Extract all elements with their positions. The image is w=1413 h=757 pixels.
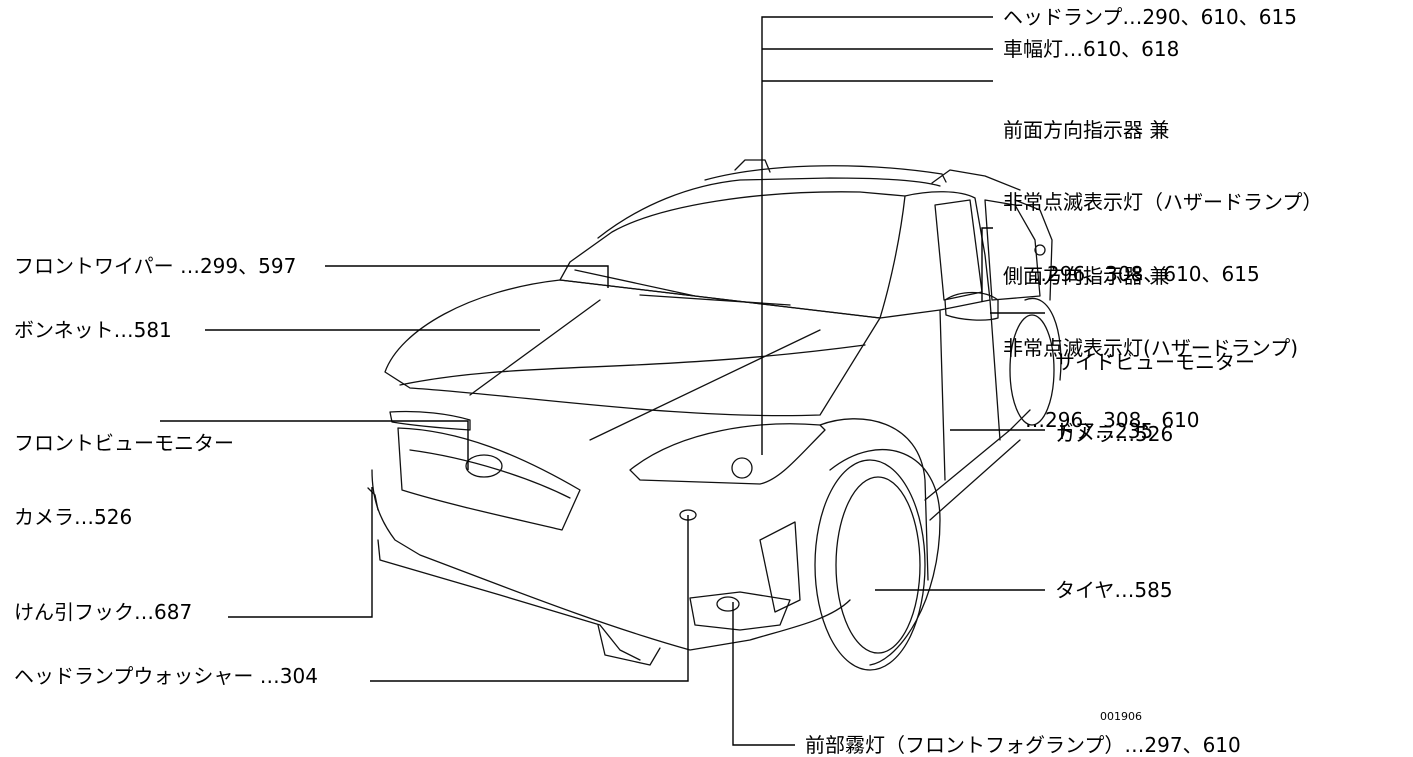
front-bumper xyxy=(371,469,851,651)
leader-front-wiper xyxy=(325,265,609,288)
fog-bezel xyxy=(689,591,791,631)
label-side-turn-line2: 非常点滅表示灯(ハザードランプ) xyxy=(1003,336,1299,360)
skid-plate xyxy=(597,624,661,666)
hood-outline xyxy=(384,279,881,417)
label-headlamp-washer: ヘッドランプウォッシャー …304 xyxy=(14,664,318,688)
label-door: ドア…235 xyxy=(1055,419,1154,443)
leader-tow-hook xyxy=(228,487,373,618)
wiper-blade xyxy=(574,269,791,306)
figure-code: 001906 xyxy=(1100,710,1142,723)
leader-side-turn xyxy=(981,227,993,302)
left-headlamp xyxy=(389,410,471,431)
right-headlamp-lens xyxy=(731,457,753,479)
hood-crease-2 xyxy=(589,329,821,441)
leader-fog xyxy=(732,602,795,746)
side-mirror xyxy=(944,291,999,321)
grille xyxy=(397,427,581,531)
label-front-turn-line3: …296、308、610、615 xyxy=(1027,262,1260,286)
roof-rail xyxy=(704,165,947,183)
fuel-cap xyxy=(1034,244,1046,256)
hood-crease-3 xyxy=(469,299,601,396)
label-front-wiper: フロントワイパー …299、597 xyxy=(14,254,297,278)
front-fender xyxy=(819,418,929,581)
label-front-view-camera: フロントビューモニター カメラ…526 xyxy=(14,383,234,577)
label-tow-hook: けん引フック…687 xyxy=(14,600,193,624)
label-front-view-camera-line1: フロントビューモニター xyxy=(14,431,234,455)
hood-crease xyxy=(399,344,866,386)
lower-skid xyxy=(377,539,641,661)
tow-hook-cover xyxy=(367,487,379,511)
label-fog-lamp: 前部霧灯（フロントフォグランプ）…297、610 xyxy=(805,733,1241,757)
label-front-turn-line2: 非常点滅表示灯（ハザードランプ） xyxy=(1003,190,1323,214)
label-headlamp: ヘッドランプ…290、610、615 xyxy=(1003,5,1297,29)
label-clearance-lamp: 車幅灯…610、618 xyxy=(1003,37,1180,61)
emblem xyxy=(465,454,503,478)
leader-front-view-camera xyxy=(160,420,469,470)
label-side-view-camera: サイドビューモニター カメラ…526 xyxy=(1055,302,1255,494)
label-side-view-camera-line1: サイドビューモニター xyxy=(1055,350,1255,374)
label-front-turn-signal: 前面方向指示器 兼 非常点滅表示灯（ハザードランプ） …296、308、610、… xyxy=(1003,70,1322,334)
rear-arch xyxy=(1024,297,1062,381)
wheel-arch xyxy=(829,448,941,666)
label-side-turn-line1: 側面方向指示器 兼 xyxy=(1003,264,1170,288)
leader-headlamp xyxy=(761,16,993,455)
label-side-turn-signal: 側面方向指示器 兼 非常点滅表示灯(ハザードランプ) …296、308、610 xyxy=(1003,216,1298,480)
front-tire xyxy=(814,459,926,671)
rear-glass xyxy=(1014,199,1053,301)
door-line xyxy=(939,299,1001,481)
a-pillar xyxy=(879,191,991,319)
front-tire-inner xyxy=(835,476,921,654)
antenna-fin xyxy=(734,159,771,173)
label-tire: タイヤ…585 xyxy=(1055,578,1173,602)
rear-window xyxy=(984,199,1041,301)
rear-tire xyxy=(1009,314,1055,426)
rear-rail xyxy=(931,169,1021,191)
label-bonnet: ボンネット…581 xyxy=(14,318,172,342)
fog-lamp xyxy=(716,596,740,612)
windshield xyxy=(559,191,906,319)
grille-bar xyxy=(409,449,571,499)
label-side-view-camera-line2: カメラ…526 xyxy=(1055,422,1174,446)
label-side-turn-line3: …296、308、610 xyxy=(1025,408,1200,432)
label-front-turn-line1: 前面方向指示器 兼 xyxy=(1003,118,1170,142)
bumper-vent xyxy=(759,521,801,613)
label-front-view-camera-line2: カメラ…526 xyxy=(14,505,133,529)
leader-headlamp-washer xyxy=(370,515,689,682)
roof-outline xyxy=(597,177,941,239)
